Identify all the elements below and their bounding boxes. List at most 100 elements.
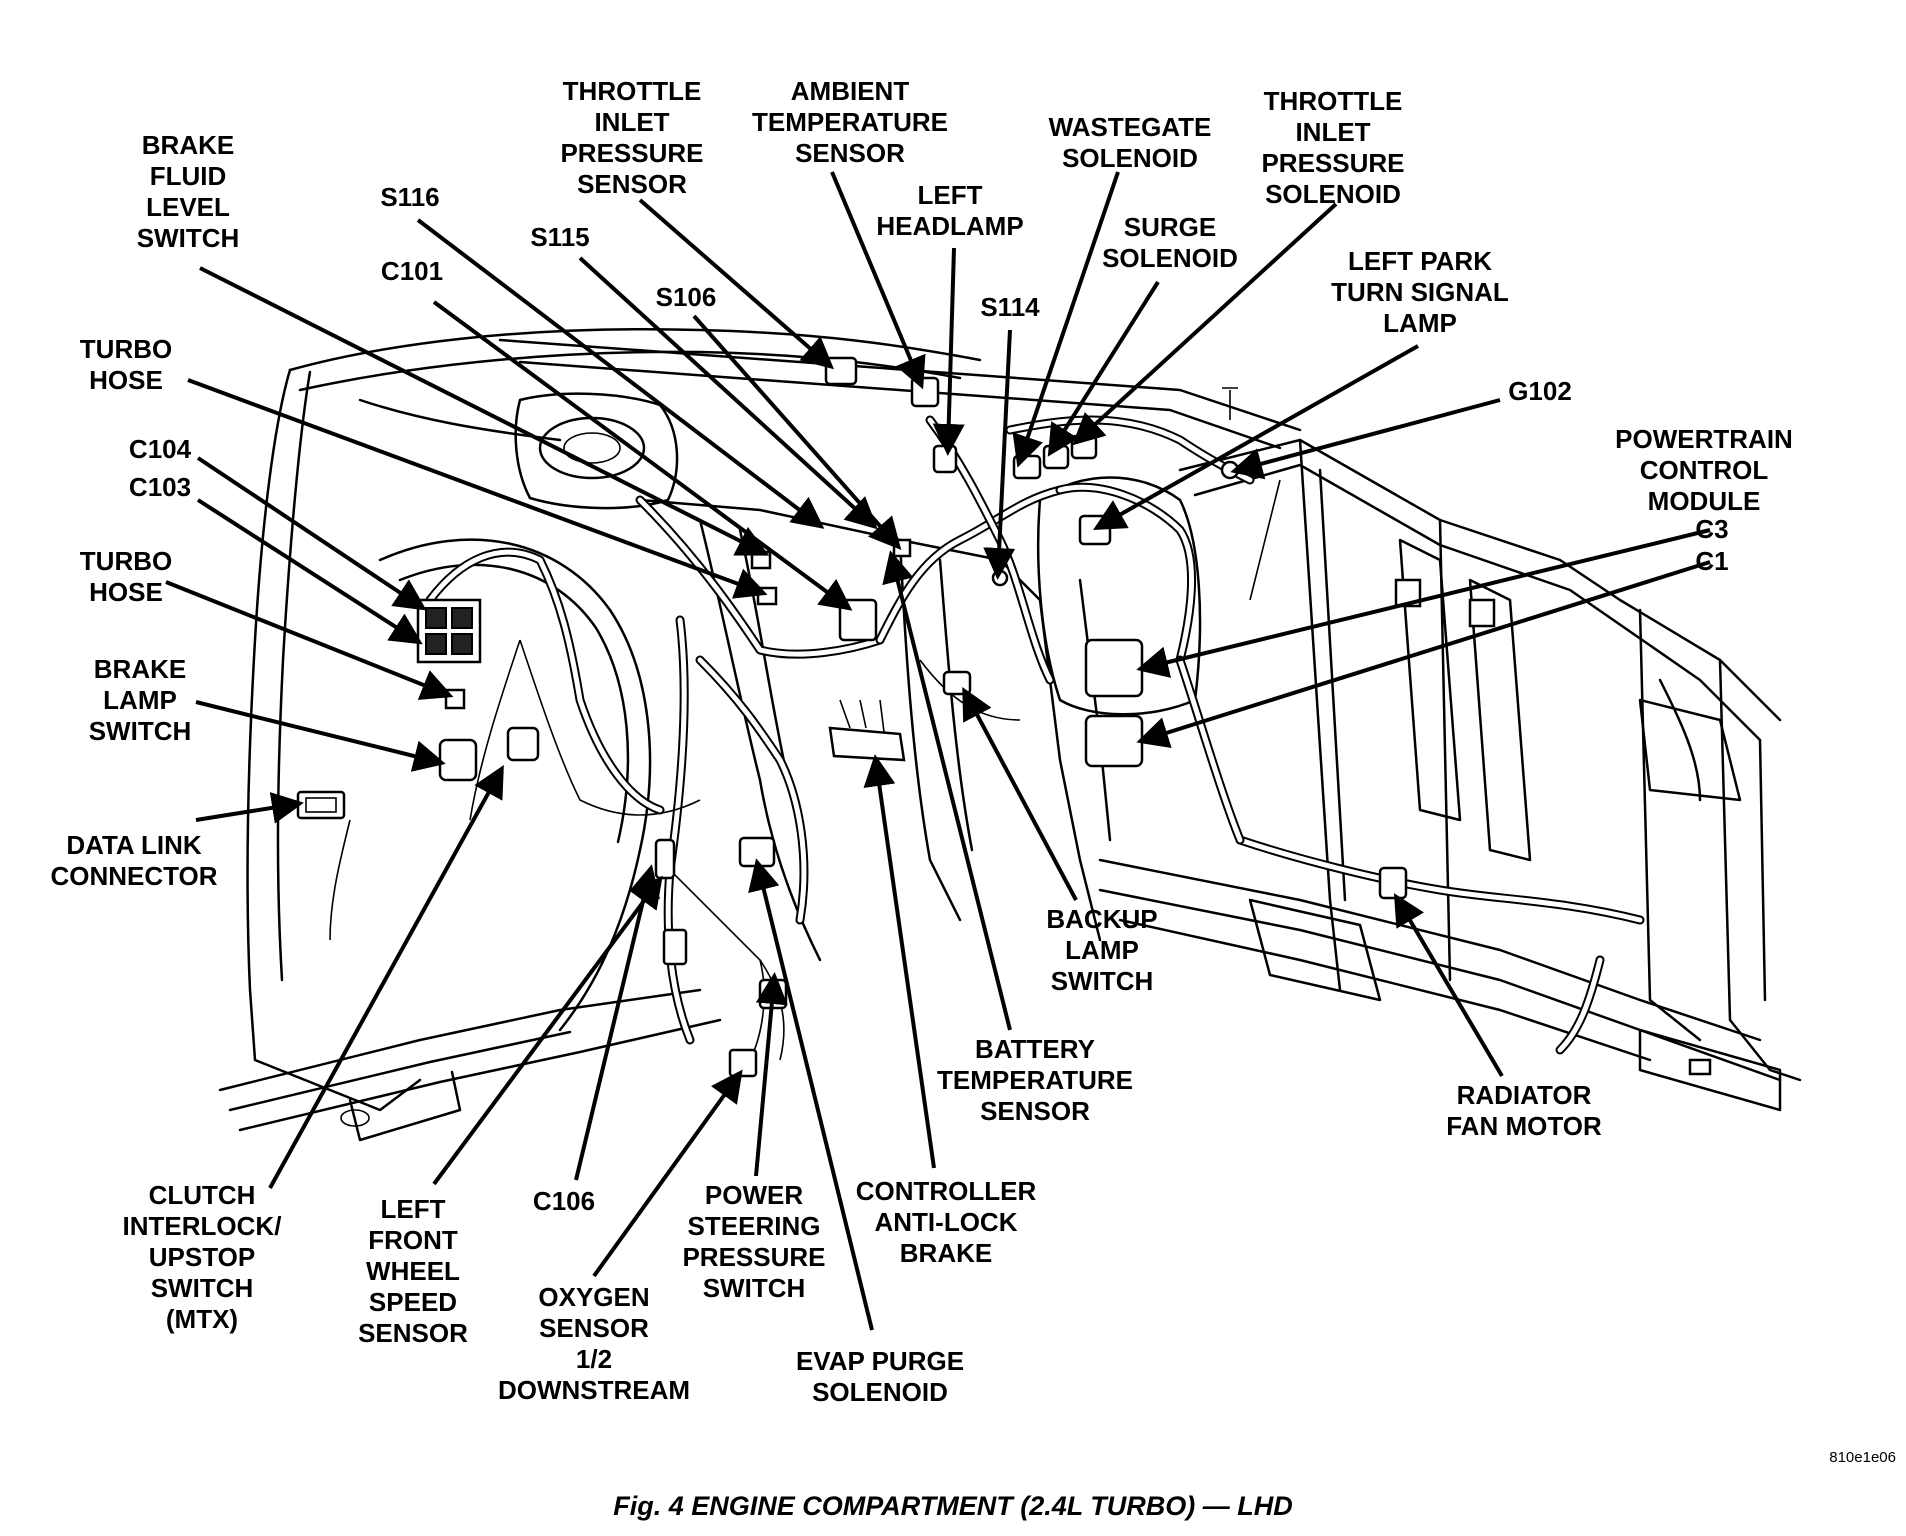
label-c3: C3 (1695, 514, 1728, 544)
label-line: HOSE (89, 577, 163, 607)
label-line: SENSOR (577, 169, 687, 199)
figure-caption: Fig. 4 ENGINE COMPARTMENT (2.4L TURBO) —… (613, 1491, 1293, 1521)
label-line: TURN SIGNAL (1331, 277, 1509, 307)
label-s106: S106 (656, 282, 717, 312)
label-line: TURBO (80, 334, 172, 364)
label-line: SWITCH (137, 223, 240, 253)
label-line: EVAP PURGE (796, 1346, 964, 1376)
label-line: C104 (129, 434, 192, 464)
label-line: DOWNSTREAM (498, 1375, 690, 1405)
label-line: STEERING (688, 1211, 821, 1241)
label-line: FAN MOTOR (1446, 1111, 1602, 1141)
label-line: CONTROLLER (856, 1176, 1037, 1206)
figure-reference-code: 810e1e06 (1829, 1449, 1896, 1466)
label-line: C1 (1695, 546, 1728, 576)
label-line: SWITCH (1051, 966, 1154, 996)
label-line: 1/2 (576, 1344, 612, 1374)
label-line: THROTTLE (1264, 86, 1403, 116)
label-line: HOSE (89, 365, 163, 395)
label-line: C101 (381, 256, 443, 286)
component-connectors (296, 356, 1408, 1078)
label-line: DATA LINK (66, 830, 201, 860)
label-line: THROTTLE (563, 76, 702, 106)
label-line: SOLENOID (1102, 243, 1238, 273)
label-line: OXYGEN (538, 1282, 649, 1312)
label-line: G102 (1508, 376, 1572, 406)
label-line: PRESSURE (1261, 148, 1404, 178)
label-line: S115 (530, 222, 589, 252)
label-line: (MTX) (166, 1304, 238, 1334)
label-line: C3 (1695, 514, 1728, 544)
label-line: SENSOR (980, 1096, 1090, 1126)
label-line: BACKUP (1046, 904, 1157, 934)
label-line: AMBIENT (791, 76, 910, 106)
label-line: SWITCH (89, 716, 192, 746)
label-line: C103 (129, 472, 191, 502)
label-line: TURBO (80, 546, 172, 576)
label-line: LAMP (1065, 935, 1139, 965)
label-line: PRESSURE (560, 138, 703, 168)
callout-leader-lines (165, 171, 1711, 1331)
label-line: UPSTOP (149, 1242, 255, 1272)
label-line: CLUTCH (149, 1180, 256, 1210)
label-line: S116 (380, 182, 439, 212)
label-line: SOLENOID (812, 1377, 948, 1407)
label-line: INTERLOCK/ (123, 1211, 282, 1241)
label-line: SWITCH (151, 1273, 254, 1303)
label-line: RADIATOR (1457, 1080, 1592, 1110)
label-line: POWER (705, 1180, 803, 1210)
label-line: CONNECTOR (50, 861, 217, 891)
label-line: SENSOR (795, 138, 905, 168)
label-line: WHEEL (366, 1256, 460, 1286)
label-line: SWITCH (703, 1273, 806, 1303)
label-line: PRESSURE (682, 1242, 825, 1272)
label-line: BRAKE (94, 654, 186, 684)
engine-compartment-illustration (218, 327, 1802, 1142)
label-line: CONTROL (1640, 455, 1769, 485)
label-line: MODULE (1648, 486, 1761, 516)
label-c1: C1 (1695, 546, 1728, 576)
label-line: TEMPERATURE (752, 107, 948, 137)
label-line: LEFT (918, 180, 983, 210)
label-s116: S116 (380, 182, 439, 212)
label-line: SURGE (1124, 212, 1216, 242)
label-line: FRONT (368, 1225, 458, 1255)
label-line: S114 (980, 292, 1040, 322)
label-line: INLET (594, 107, 669, 137)
label-c101: C101 (381, 256, 443, 286)
label-line: SENSOR (358, 1318, 468, 1348)
label-line: ANTI-LOCK (875, 1207, 1018, 1237)
label-c106: C106 (533, 1186, 595, 1216)
label-line: BATTERY (975, 1034, 1095, 1064)
label-line: FLUID (150, 161, 227, 191)
label-line: LEFT PARK (1348, 246, 1492, 276)
label-line: POWERTRAIN (1615, 424, 1793, 454)
label-c104: C104 (129, 434, 192, 464)
label-line: LEVEL (146, 192, 230, 222)
label-line: S106 (656, 282, 717, 312)
label-line: SOLENOID (1062, 143, 1198, 173)
label-s114: S114 (980, 292, 1040, 322)
